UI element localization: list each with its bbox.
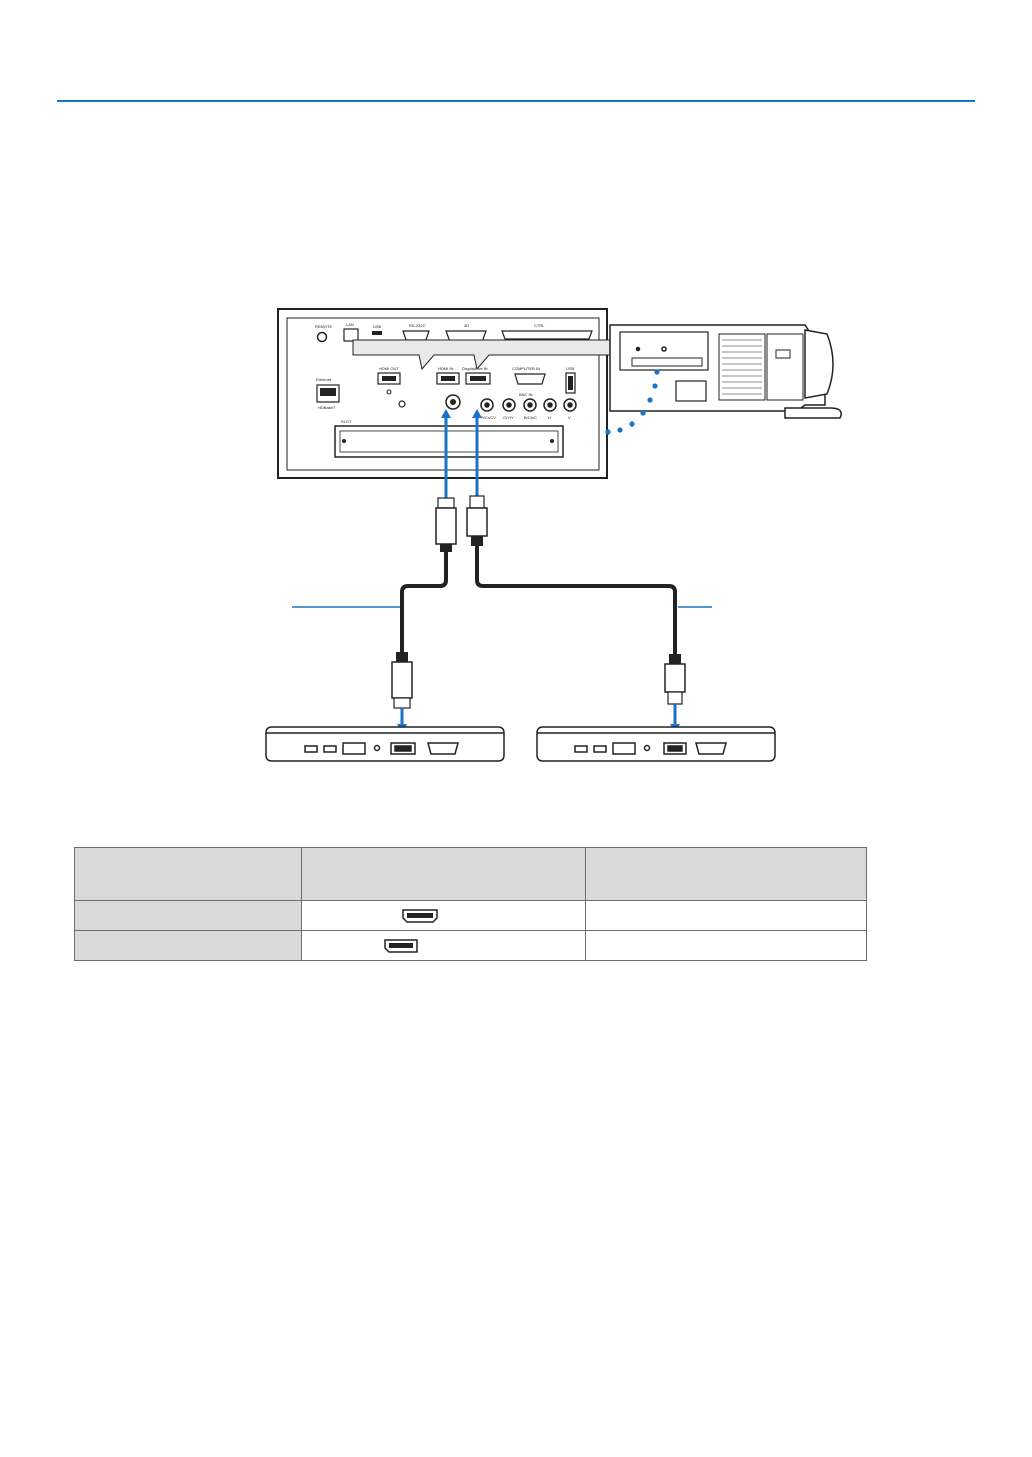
usb-label: USB bbox=[566, 366, 575, 371]
table-row-icon-cell bbox=[301, 900, 586, 931]
displayport-port-icon bbox=[384, 938, 418, 953]
lan-port-icon bbox=[343, 328, 359, 342]
ethernet-label: Ethernet bbox=[316, 377, 332, 382]
displayport-cable bbox=[466, 409, 686, 733]
table-row-desc bbox=[585, 900, 867, 931]
computer-in-port-icon bbox=[514, 373, 546, 385]
computer-displayport bbox=[536, 726, 776, 762]
table-header-cell bbox=[74, 847, 302, 901]
table-row-label bbox=[74, 900, 302, 931]
rs232-port-icon bbox=[402, 330, 430, 341]
rs232-label: RS-232C bbox=[409, 323, 426, 328]
table-row bbox=[74, 930, 867, 961]
projector-body bbox=[609, 324, 842, 419]
bnc-label-1: R/Cr/CV bbox=[481, 415, 496, 420]
3d-label: 3D bbox=[464, 323, 469, 328]
bnc-label-3: B/Cb/C bbox=[524, 415, 537, 420]
table-row-label bbox=[74, 930, 302, 961]
hdmi-port-icon bbox=[402, 908, 438, 923]
table-row bbox=[74, 900, 867, 931]
hdmi-in-label: HDMI IN bbox=[438, 366, 453, 371]
bnc-label-2: G/Y/Y bbox=[503, 415, 514, 420]
table-header-cell bbox=[585, 847, 867, 901]
remote-port-icon bbox=[316, 331, 328, 343]
slot-label: SLOT bbox=[341, 419, 352, 424]
control-label: CTRL bbox=[534, 323, 545, 328]
projector-vent-lines bbox=[722, 339, 762, 395]
bnc-label-4: H bbox=[548, 415, 551, 420]
control-port-icon bbox=[501, 330, 593, 340]
bnc-label-5: V bbox=[568, 415, 571, 420]
bnc-title: BNC IN bbox=[519, 392, 533, 397]
remote-label: REMOTE bbox=[315, 324, 332, 329]
table-header-row bbox=[74, 847, 867, 901]
computer-in-label: COMPUTER IN bbox=[512, 366, 540, 371]
table-row-desc bbox=[585, 930, 867, 961]
hdbaset-label: HDBaseT bbox=[318, 405, 336, 410]
computer-hdmi bbox=[265, 726, 505, 762]
usb-service-label: USB bbox=[373, 324, 382, 329]
header-rule bbox=[57, 100, 975, 102]
table-row-icon-cell bbox=[301, 930, 586, 961]
connection-diagram: REMOTE LAN USB RS-232C 3D CTRL HDMI OUT … bbox=[265, 308, 842, 762]
usb-service-port-icon bbox=[372, 331, 382, 335]
zoom-dots bbox=[605, 369, 660, 435]
port-table bbox=[74, 847, 867, 961]
projector-rear-panel: REMOTE LAN USB RS-232C 3D CTRL HDMI OUT … bbox=[277, 308, 613, 479]
lan-label: LAN bbox=[346, 322, 354, 327]
displayport-in-label: DisplayPort IN bbox=[462, 366, 488, 371]
bnc-connectors bbox=[480, 398, 577, 412]
hdmi-out-label: HDMI OUT bbox=[379, 366, 399, 371]
table-header-cell bbox=[301, 847, 586, 901]
